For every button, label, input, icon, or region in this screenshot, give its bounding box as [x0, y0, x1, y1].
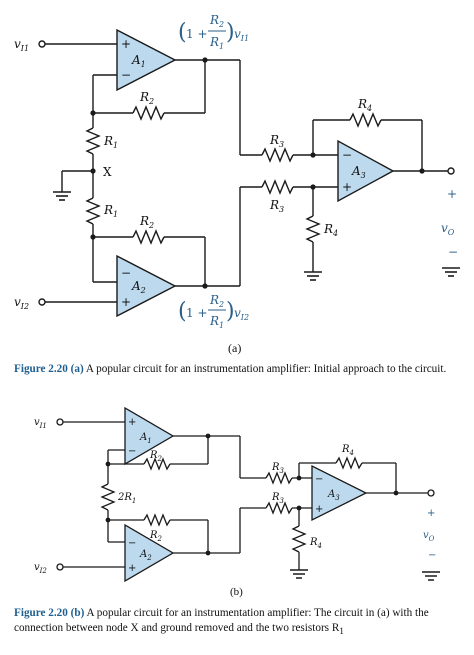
a2-plus-sign: +	[121, 295, 131, 309]
svg-text:1 +: 1 +	[186, 306, 208, 320]
b-r2-bottom-label: R2	[149, 530, 163, 543]
figure-a-caption: Figure 2.20 (a) A popular circuit for an…	[14, 363, 447, 375]
b-a1-plus-sign: +	[128, 417, 136, 428]
vi2-label: vI2	[14, 295, 29, 311]
gain-expression-top: ( 1 + R2 R1 ) vI1	[178, 13, 249, 51]
b-a3-minus-sign: −	[315, 474, 323, 485]
a3-label: A3	[351, 164, 366, 180]
svg-text:(: (	[178, 299, 187, 324]
svg-text:): )	[226, 20, 235, 45]
b-a2-minus-sign: −	[128, 538, 136, 549]
b-a3-label: A3	[327, 489, 340, 502]
opamp-a2	[116, 254, 177, 318]
svg-text:R1: R1	[209, 35, 224, 51]
b-vi2-label: vI2	[34, 562, 47, 575]
circuit-b: + − − + − + A1 A2 A3 R2 R2 R3 R3 R4 R4 2…	[34, 406, 440, 583]
b-r3-bottom-label: R3	[271, 492, 285, 505]
vi1-label: vI1	[14, 37, 29, 53]
opamp-a3	[337, 139, 395, 203]
svg-text:R1: R1	[209, 314, 224, 330]
b-a1-minus-sign: −	[128, 446, 136, 457]
b-r2-top-label: R2	[149, 450, 163, 463]
vo-minus-sign: −	[448, 245, 458, 259]
a3-plus-sign: +	[342, 180, 352, 194]
opamp-a1	[116, 28, 177, 92]
b-a2-plus-sign: +	[128, 563, 136, 574]
svg-text:vI2: vI2	[234, 306, 249, 322]
figure-a-sublabel: (a)	[228, 341, 242, 355]
figure-b-caption: Figure 2.20 (b) A popular circuit for an…	[14, 607, 429, 638]
node-x-label: X	[103, 165, 112, 179]
b-a2-label: A2	[139, 549, 152, 562]
a1-plus-sign: +	[121, 37, 131, 51]
b-vi1-label: vI1	[34, 417, 47, 430]
r2-top-label: R2	[139, 90, 154, 106]
b-a1-label: A1	[139, 432, 152, 445]
vo-label: vO	[441, 221, 455, 237]
b-vo-label: vO	[423, 530, 435, 543]
b-r3-top-label: R3	[271, 462, 285, 475]
svg-text:vI1: vI1	[234, 27, 249, 43]
opamp-b-a3	[311, 464, 368, 522]
svg-text:R2: R2	[209, 13, 224, 29]
circuit-a: + − − + − + A1 A2 A3 R2 R2 R1 R1 R3 R3 R…	[14, 13, 460, 330]
a3-minus-sign: −	[342, 148, 352, 162]
vo-plus-sign: +	[447, 187, 457, 201]
r3-bottom-label: R3	[269, 198, 284, 214]
r3-top-label: R3	[269, 133, 284, 149]
a1-minus-sign: −	[121, 68, 131, 82]
b-vo-minus-sign: −	[428, 550, 436, 561]
a2-label: A2	[131, 279, 146, 295]
svg-text:(: (	[178, 20, 187, 45]
svg-text:): )	[226, 299, 235, 324]
b-vo-plus-sign: +	[427, 508, 435, 519]
svg-text:1 +: 1 +	[186, 27, 208, 41]
a1-label: A1	[131, 53, 146, 69]
svg-text:R2: R2	[209, 293, 224, 309]
r1-bottom-label: R1	[103, 203, 118, 219]
b-r4-top-label: R4	[341, 444, 354, 457]
opamp-b-a1	[124, 406, 175, 466]
r2-bottom-label: R2	[139, 214, 154, 230]
b-r4-bottom-label: R4	[309, 537, 322, 550]
r4-top-label: R4	[357, 97, 372, 113]
b-a3-plus-sign: +	[315, 504, 323, 515]
figure-b-sublabel: (b)	[230, 586, 243, 598]
r1-top-label: R1	[103, 134, 118, 150]
r4-bottom-label: R4	[323, 222, 338, 238]
gain-expression-bottom: ( 1 + R2 R1 ) vI2	[178, 293, 249, 330]
a2-minus-sign: −	[121, 266, 131, 280]
opamp-b-a2	[124, 523, 175, 583]
b-2r1-label: 2R1	[117, 492, 136, 505]
